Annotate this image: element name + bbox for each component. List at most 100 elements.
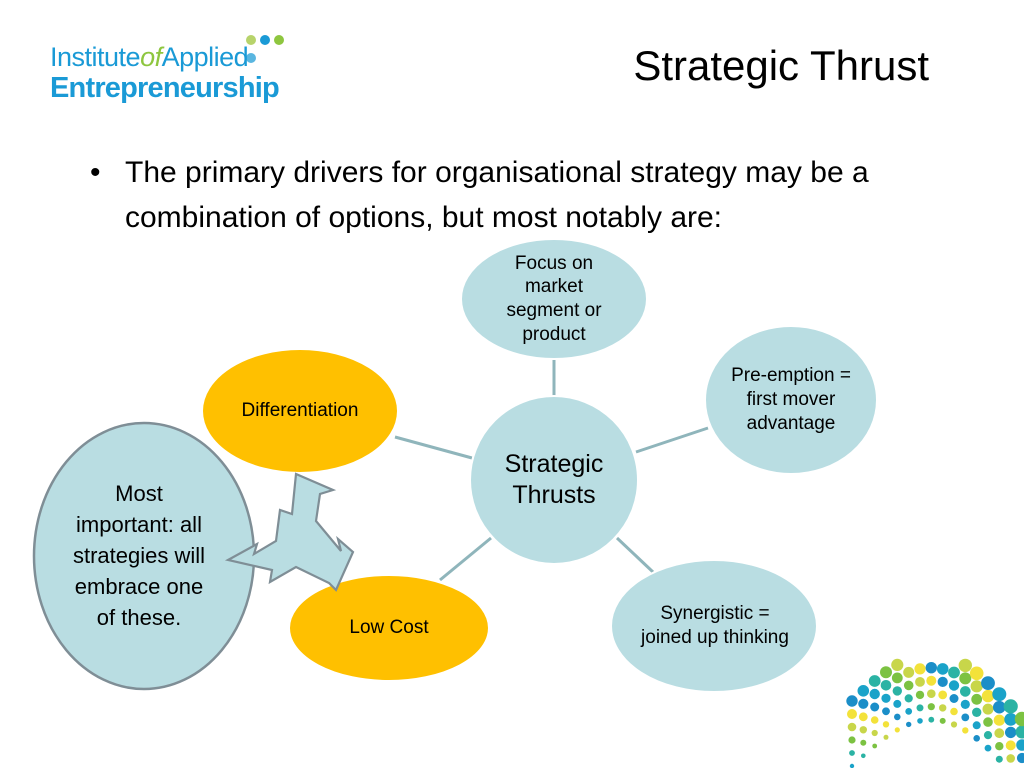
swirl-dot [972,707,982,717]
swirl-dot [949,694,959,703]
swirl-dot [973,735,980,742]
logo-word-of: of [140,42,162,72]
logo-dot [246,53,256,63]
swirl-dot [849,763,855,768]
swirl-dot [857,685,870,697]
swirl-dot [971,693,983,705]
swirl-dot [847,709,857,719]
preemption-node: Pre-emption = first mover advantage [712,350,870,450]
swirl-dot [916,704,924,712]
differentiation-node: Differentiation [208,390,392,432]
swirl-dot [938,690,948,700]
swirl-dot [870,716,879,724]
logo-line-1: InstituteofApplied [50,42,249,73]
swirl-dot [1014,711,1024,727]
swirl-dot [993,714,1005,726]
three-way-arrow [224,472,355,592]
swirl-dot [1005,740,1016,751]
swirl-dot [950,707,958,716]
swirl-dot [903,680,914,691]
swirl-dot [958,658,972,673]
swirl-dot [903,666,915,678]
swirl-dot [870,702,880,712]
swirl-dot [960,686,971,697]
swirl-dot [904,694,913,703]
swirl-dot [969,666,984,681]
logo-dot [246,35,256,45]
swirl-dot [948,680,960,691]
center-node: Strategic Thrusts [484,440,624,520]
swirl-dot [905,708,913,715]
swirl-dot [939,704,947,712]
swirl-dot [1003,699,1018,714]
swirl-dot [993,700,1006,714]
swirl-dot [995,742,1004,751]
swirl-dot [927,689,936,698]
swirl-dot [893,699,902,708]
synergistic-node-label: Synergistic = joined up thinking [641,603,789,648]
swirl-dot [981,689,995,703]
logo-word-institute: Institute [50,42,141,72]
swirl-dot [936,663,949,675]
focus-node-shape [460,238,648,360]
swirl-dot [1005,726,1017,739]
swirl-dot [983,731,993,740]
differentiation-node-label: Differentiation [241,400,359,422]
low-cost-node-shape [288,574,490,682]
swirl-dot [994,728,1005,739]
decorative-swirl [846,658,1024,768]
swirl-dot [972,721,981,730]
logo-dot [274,35,284,45]
swirl-dots [846,658,1024,768]
swirl-dot [858,712,868,722]
connectors [394,360,709,582]
swirl-dot [880,666,892,679]
swirl-dot [868,675,881,687]
swirl-dot [891,658,904,671]
synergistic-node-shape [610,559,818,693]
logo-line-2: Entrepreneurship [50,72,280,104]
swirl-dot [882,721,890,728]
swirl-dot [937,676,948,687]
swirl-dot [959,672,972,685]
connector-differentiation [394,435,473,460]
connector-synergistic [615,536,655,574]
swirl-dot [961,713,970,722]
swirl-dot [881,693,891,703]
swirl-dot [983,717,993,727]
swirl-dot [981,676,995,690]
swirl-dot [871,729,878,737]
swirl-dot [858,698,869,709]
swirl-dot [883,734,889,740]
swirl-dot [849,750,855,756]
swirl-dot [925,662,937,674]
swirl-dot [1006,754,1015,763]
bullet-marker: • [90,156,101,189]
center-node-label: Strategic Thrusts [504,449,604,509]
institute-logo: InstituteofApplied Entrepreneurship [50,30,290,110]
synergistic-node: Synergistic = joined up thinking [636,580,794,672]
swirl-dot [948,666,960,679]
slide-title: Strategic Thrust [633,42,929,89]
swirl-dot [869,688,880,700]
swirl-dot [894,727,900,733]
swirl-dot [848,736,856,744]
swirl-dot [1016,739,1024,751]
swirl-dot [915,677,925,687]
swirl-dot [861,753,866,759]
center-node-shape [469,395,639,565]
swirl-dot [992,687,1007,702]
swirl-dot [927,703,935,711]
swirl-dot [970,680,983,693]
swirl-dot [995,755,1003,763]
swirl-dot [906,721,912,728]
swirl-dot [882,707,890,716]
logo-dots [246,32,290,68]
swirl-dot [984,744,992,752]
swirl-dot [892,686,902,696]
low-cost-node-label: Low Cost [349,617,429,639]
differentiation-node-shape [201,348,399,474]
swirl-dot [915,690,925,700]
swirl-dot [894,713,901,721]
